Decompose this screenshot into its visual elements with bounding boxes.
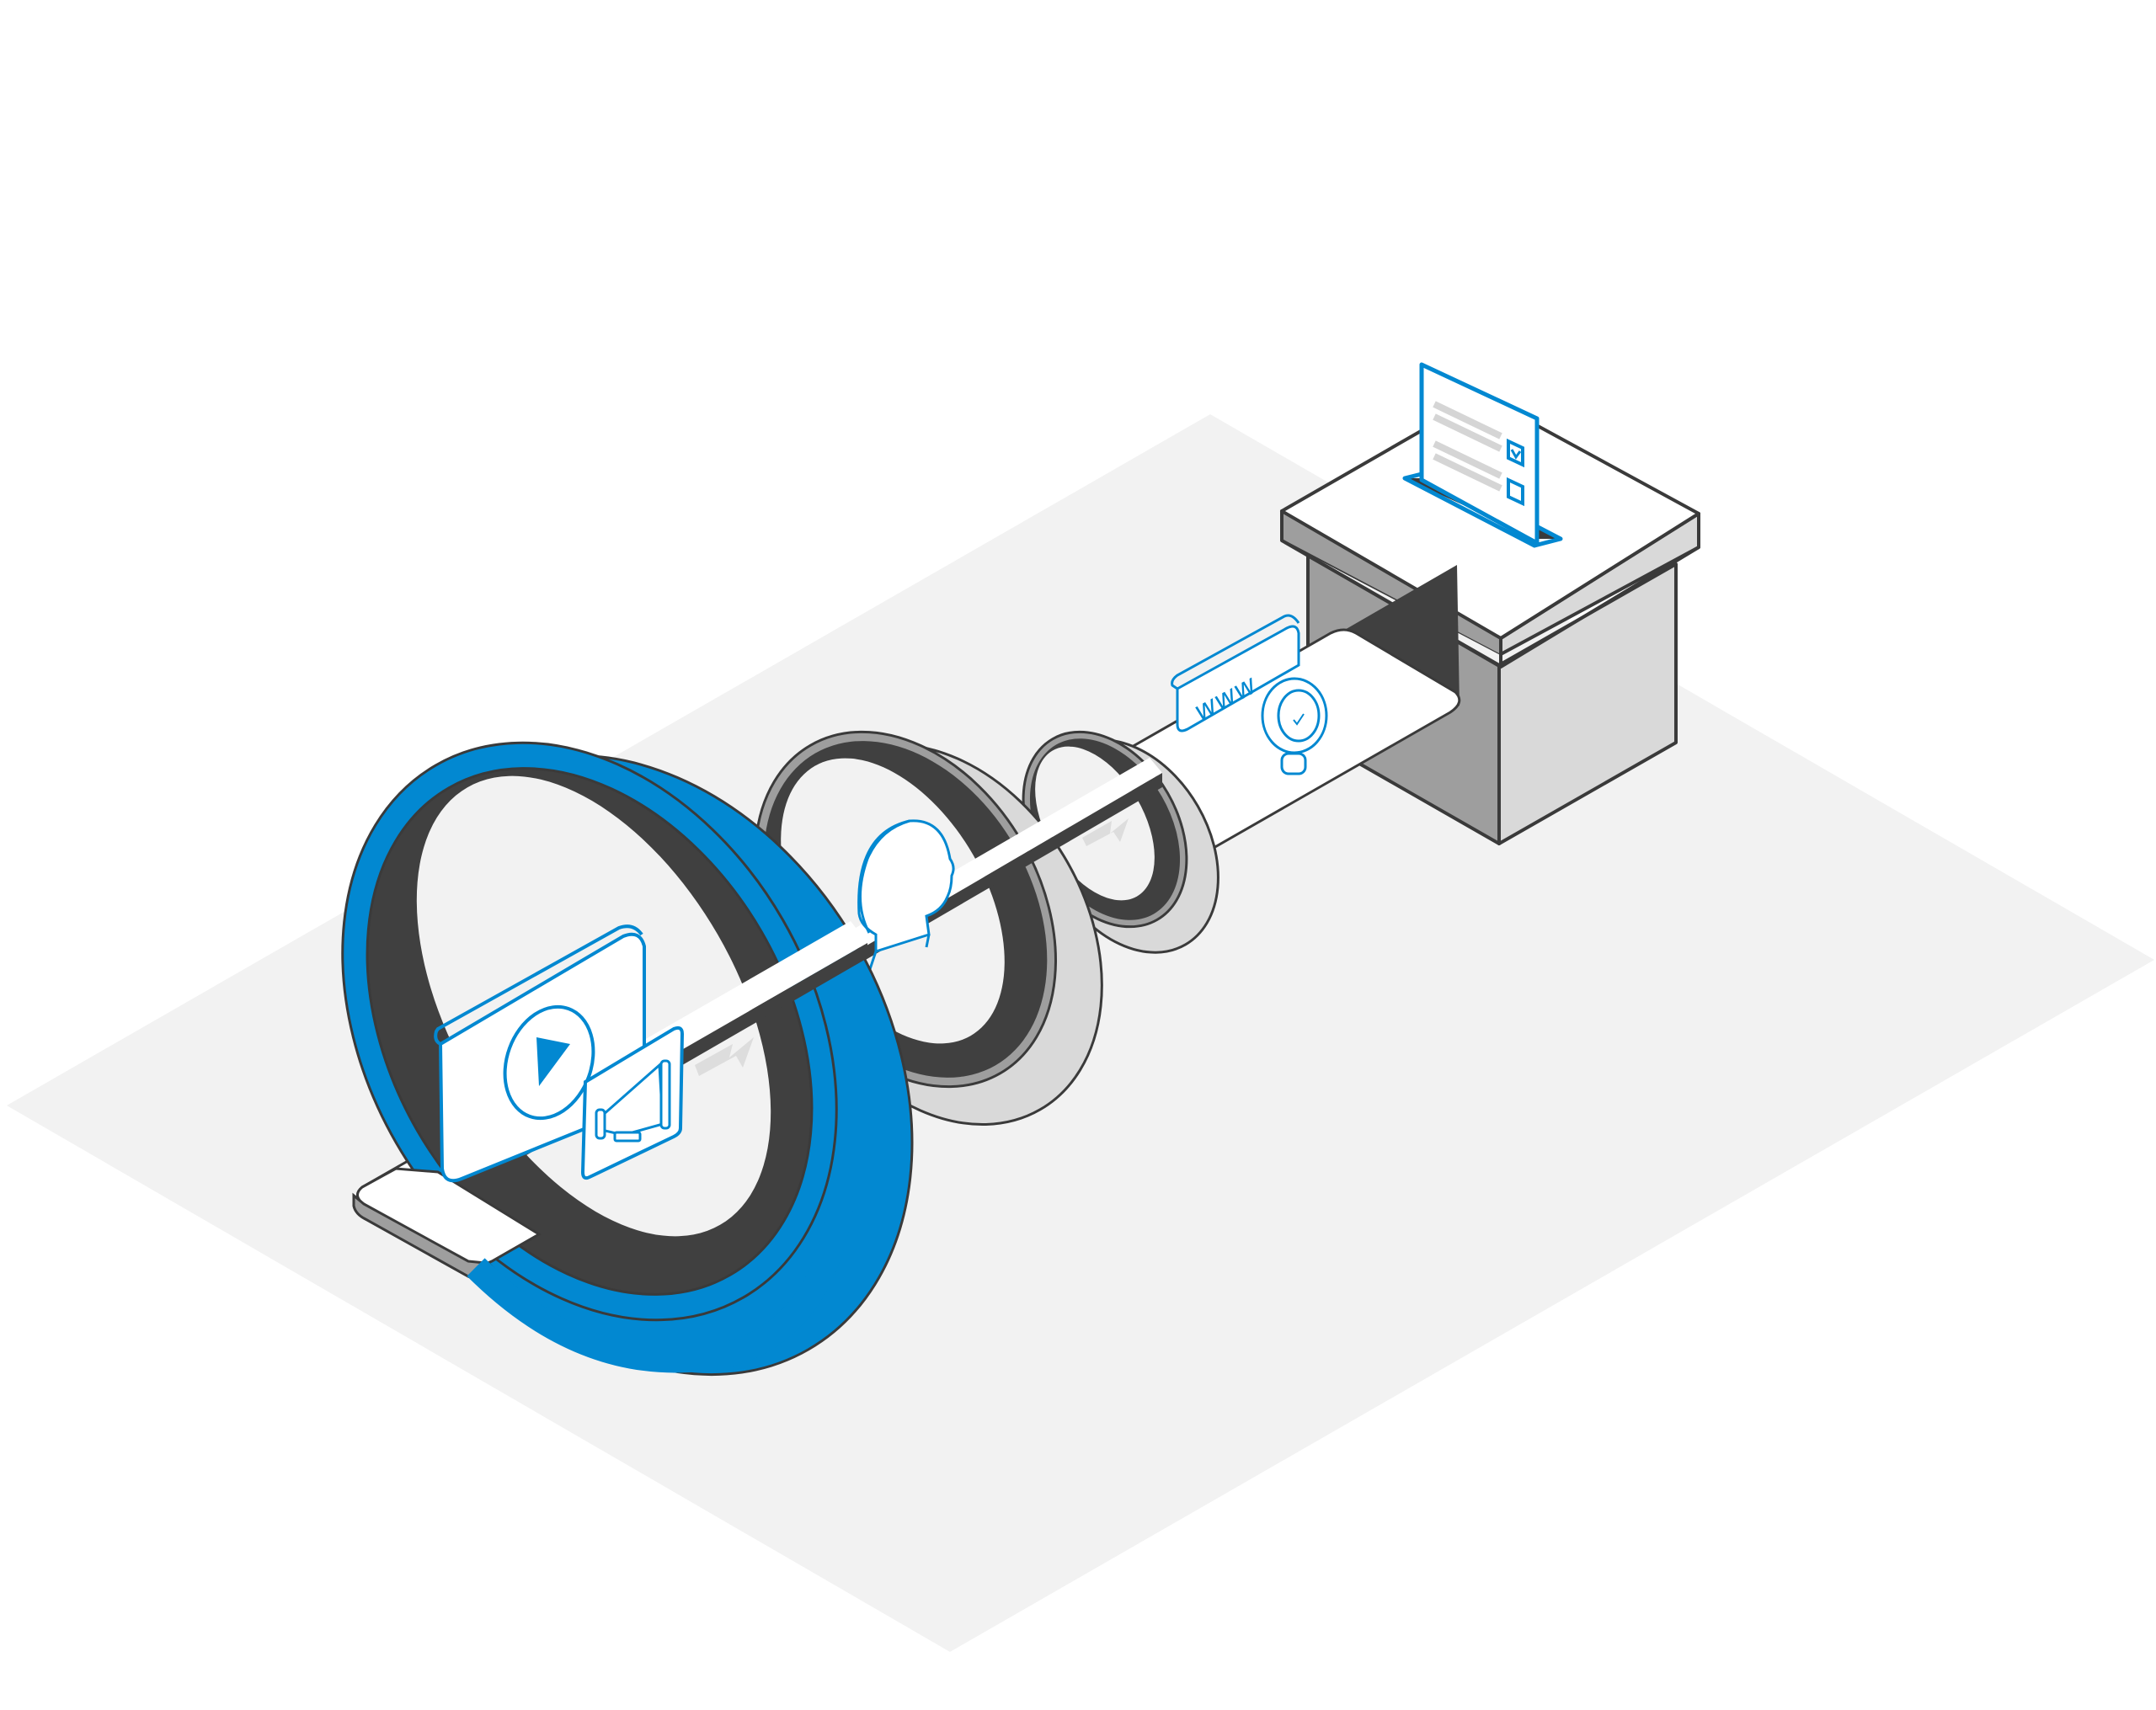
megaphone-icon bbox=[580, 1025, 685, 1180]
person-profile-icon bbox=[857, 819, 955, 978]
flow-arrow-icon bbox=[695, 1037, 754, 1076]
magnifier-check-icon bbox=[1261, 677, 1328, 775]
checklist-ballot-icon bbox=[1402, 362, 1563, 548]
large-blue-ring-front-arc bbox=[467, 1194, 855, 1373]
flow-arrow-icon bbox=[1082, 818, 1129, 846]
checked-box-icon bbox=[1507, 438, 1524, 468]
play-triangle-icon bbox=[536, 1037, 570, 1086]
empty-box-icon bbox=[1507, 477, 1524, 507]
